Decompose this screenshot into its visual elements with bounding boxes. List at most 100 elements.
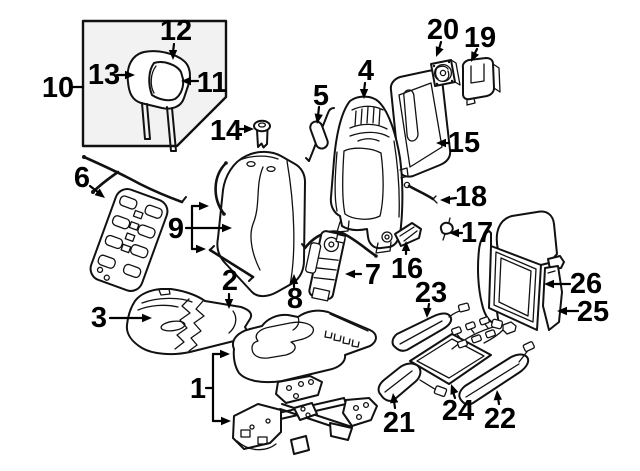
callout-22: 22 [484,390,516,435]
part-number-1-seat-adjuster-track-assembly[interactable]: 1 [190,373,206,405]
leader-arrowhead-16 [401,241,411,251]
part-number-10-headrest-assembly[interactable]: 10 [42,72,74,104]
part-number-15-seat-back-board[interactable]: 15 [448,127,480,159]
callout-19: 19 [464,22,496,62]
part-number-8-seat-back-pad[interactable]: 8 [287,283,303,315]
leader-arrowhead-18 [440,195,450,205]
callout-13: 13 [88,59,135,91]
leader-arrowhead-9 [196,244,206,254]
leader-arrowhead-8 [289,274,299,284]
leader-arrowhead-22 [493,390,503,401]
seat-cushion-drawing [125,288,253,356]
callout-5: 5 [313,80,329,124]
lumbar-adjuster-drawing [301,230,378,302]
part-number-4-seat-back-frame[interactable]: 4 [358,55,374,87]
callout-4: 4 [358,55,374,99]
part-number-19-module-bracket[interactable]: 19 [464,22,496,54]
callout-25: 25 [557,296,609,328]
callout-23: 23 [415,277,447,318]
callout-3: 3 [91,302,152,334]
part-number-11-headrest-side-cover[interactable]: 11 [197,67,228,99]
headrest-guide-sleeve-drawing [253,119,271,149]
callout-8: 8 [287,274,303,315]
side-bolster-support-drawing [305,107,335,162]
leader-arrowhead-1 [221,416,231,426]
part-number-12-headrest[interactable]: 12 [160,15,192,47]
leader-arrowhead-9 [222,223,232,233]
part-number-2-seat-cushion-cover[interactable]: 2 [222,265,238,297]
leader-arrowhead-26 [544,279,554,289]
leader-arrowhead-25 [557,306,567,316]
leader-arrowhead-19 [471,51,480,62]
heater-pad-rear-drawing [458,341,535,406]
module-bracket-drawing [461,57,501,106]
leader-arrowhead-13 [125,70,135,80]
seat-back-frame-drawing [329,95,409,254]
callout-18: 18 [440,181,487,213]
leader-arrowhead-4 [359,89,369,99]
callout-15: 15 [436,127,480,159]
part-number-13-headrest-front-cover[interactable]: 13 [88,59,120,91]
callout-14: 14 [210,115,254,147]
occupant-sensor-mat-drawing [409,316,504,398]
leader-arrowhead-20 [435,46,444,57]
part-number-6-seat-back-suspension-mat[interactable]: 6 [74,162,90,194]
leader-arrowhead-12 [168,50,178,60]
part-number-16-mounting-bracket[interactable]: 16 [391,253,423,285]
leader-arrowhead-3 [142,313,152,323]
leader-arrowhead-9 [199,201,209,211]
part-number-23-side-heater-pad[interactable]: 23 [415,277,447,309]
leader-arrowhead-15 [436,138,446,148]
seat-track-drawing [232,375,378,455]
blower-fan-drawing [430,59,461,87]
callout-26: 26 [544,268,602,300]
callout-2: 2 [222,265,238,309]
part-number-9-seat-back-cover[interactable]: 9 [168,213,184,245]
leader-arrowhead-11 [181,76,191,86]
part-number-7-lumbar-adjuster-unit[interactable]: 7 [365,259,381,291]
seat-back-panel-drawing [477,210,565,344]
callout-17: 17 [449,217,493,249]
part-number-14-headrest-guide-sleeve[interactable]: 14 [210,115,242,147]
part-number-17-retainer-clip[interactable]: 17 [461,217,493,249]
part-number-26-seat-back-panel-trim[interactable]: 26 [570,268,602,300]
part-number-24-occupant-sensor-mat[interactable]: 24 [442,395,474,427]
part-number-20-seat-blower-fan[interactable]: 20 [427,14,459,46]
leader-arrowhead-7 [345,269,355,279]
headrest-inset-box-drawing [81,19,228,152]
part-number-18-support-rod[interactable]: 18 [455,181,487,213]
callout-21: 21 [383,393,415,439]
heater-pad-front-drawing [377,362,422,402]
leader-arrowhead-21 [390,393,399,404]
part-number-25-seat-back-panel[interactable]: 25 [577,296,609,328]
seat-back-pad-drawing [208,150,306,298]
seat-base-tray-drawing [232,309,377,384]
leader-arrowhead-6 [94,188,105,198]
callout-11: 11 [181,67,227,99]
part-number-3-seat-cushion-pad[interactable]: 3 [91,302,107,334]
retainer-clip-drawing [439,217,454,241]
leader-arrowhead-5 [314,113,323,124]
leader-arrowhead-24 [450,384,459,395]
support-rod-drawing [403,181,438,204]
callout-6: 6 [74,162,105,198]
part-number-22-cushion-heater-pad-rear[interactable]: 22 [484,403,516,435]
callout-10: 10 [42,72,85,104]
callout-20: 20 [427,14,459,57]
leader-arrowhead-1 [220,349,230,359]
callout-7: 7 [345,259,381,291]
leader-arrowhead-14 [244,124,254,134]
callout-16: 16 [391,241,423,285]
callout-9: 9 [168,201,232,254]
leader-arrowhead-23 [423,307,432,318]
callout-24: 24 [442,384,474,427]
part-number-5-side-bolster-support[interactable]: 5 [313,80,329,112]
callout-12: 12 [160,15,192,60]
mounting-bracket-drawing [394,222,422,247]
side-heater-pad-drawing [391,302,470,352]
part-number-21-cushion-heater-pad-front[interactable]: 21 [383,407,415,439]
leader-arrowhead-17 [449,228,459,238]
